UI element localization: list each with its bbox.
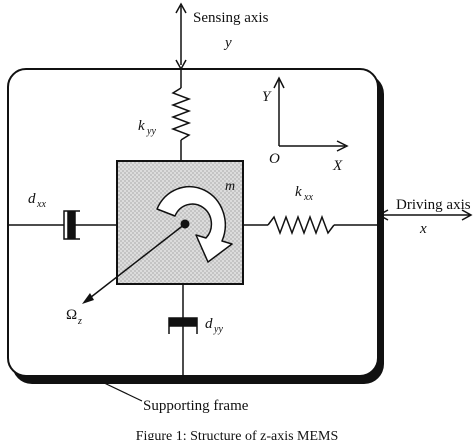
- rotation-arrow-icon: [156, 185, 233, 263]
- damper-dyy: [168, 284, 198, 376]
- dyy-label: d: [205, 316, 213, 332]
- kxx-label: k: [295, 184, 302, 200]
- damper-dxx: [8, 210, 117, 240]
- dxx-label: d: [28, 191, 36, 207]
- figure-caption: Figure 1: Structure of z-axis MEMS: [136, 429, 339, 440]
- driving-axis-label: Driving axis: [396, 197, 471, 213]
- omega-label: Ω: [66, 307, 77, 323]
- dxx-subscript: xx: [36, 199, 46, 210]
- sensing-axis-arrow: [175, 2, 187, 71]
- coord-y-label: Y: [262, 89, 272, 105]
- supporting-frame-leader: [99, 380, 143, 402]
- kyy-subscript: yy: [146, 126, 156, 137]
- supporting-frame-label: Supporting frame: [143, 398, 249, 414]
- mass-label: m: [225, 179, 235, 194]
- driving-axis-arrow: [377, 209, 473, 221]
- coord-origin-label: O: [269, 151, 280, 167]
- omega-z-axis: [82, 219, 190, 304]
- spring-kyy: [170, 69, 192, 161]
- coord-x-label: X: [332, 158, 343, 174]
- omega-subscript: z: [77, 316, 82, 327]
- kxx-subscript: xx: [303, 192, 313, 203]
- kyy-label: k: [138, 118, 145, 134]
- spring-kxx: [243, 214, 378, 236]
- dyy-subscript: yy: [213, 324, 223, 335]
- coordinate-system: [273, 76, 349, 152]
- driving-axis-var: x: [419, 221, 427, 237]
- sensing-axis-label: Sensing axis: [193, 10, 269, 26]
- sensing-axis-var: y: [223, 35, 232, 51]
